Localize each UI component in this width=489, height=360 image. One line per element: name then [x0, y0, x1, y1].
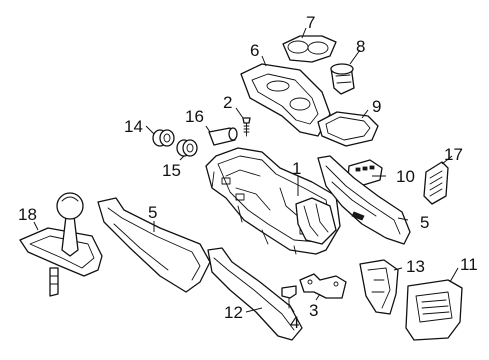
rear-vent-assembly [405, 279, 463, 341]
callout-1: 1 [292, 159, 301, 178]
armrest-lid [317, 111, 379, 147]
callout-9: 9 [372, 97, 381, 116]
shift-boot [295, 197, 337, 245]
callout-17: 17 [444, 145, 463, 164]
plug [208, 127, 238, 146]
side-trim-panel-left [97, 197, 211, 293]
callout-8: 8 [356, 37, 365, 56]
callout-5-right: 5 [420, 213, 429, 232]
screw [242, 117, 251, 137]
shift-knob-assembly [19, 192, 103, 297]
rear-housing [359, 259, 399, 315]
vent [423, 161, 449, 205]
callout-4: 4 [290, 313, 299, 332]
side-trim-panel-right [317, 155, 411, 245]
air-duct [207, 247, 303, 341]
callout-18: 18 [18, 205, 37, 224]
callout-5-left: 5 [148, 203, 157, 222]
callout-6: 6 [250, 41, 259, 60]
cup-holder-insert [282, 35, 337, 63]
callout-3: 3 [309, 301, 318, 320]
clip [281, 285, 297, 309]
leader-lines [33, 27, 459, 313]
callout-14: 14 [124, 117, 143, 136]
bracket [299, 273, 347, 299]
callouts: 1 2 3 4 5 5 6 7 8 9 10 11 12 13 14 15 16… [18, 13, 478, 332]
callout-2: 2 [223, 93, 232, 112]
bushing-pair [176, 139, 198, 157]
callout-16: 16 [185, 107, 204, 126]
ash-receptacle [330, 63, 355, 95]
callout-13: 13 [406, 257, 425, 276]
callout-12: 12 [224, 303, 243, 322]
knob-pair [152, 129, 175, 147]
callout-15: 15 [162, 161, 181, 180]
callout-11: 11 [460, 255, 478, 274]
console-top-bezel [240, 63, 331, 137]
callout-10: 10 [396, 167, 415, 186]
callout-7: 7 [306, 13, 315, 32]
